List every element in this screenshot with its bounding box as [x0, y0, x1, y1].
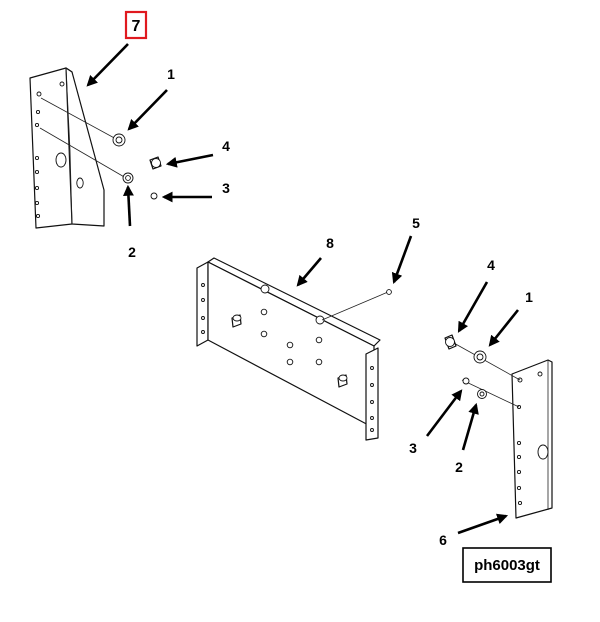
center-panel-part-8 [196, 257, 392, 441]
arrow-right-6 [457, 513, 509, 535]
callout-right-4: 4 [487, 257, 495, 273]
arrow-right-2 [461, 402, 479, 451]
callout-left-1: 1 [167, 66, 175, 82]
arrow-7 [86, 43, 129, 87]
left-hardware [112, 133, 162, 200]
callout-right-6: 6 [439, 532, 447, 548]
callout-center-8: 8 [326, 235, 334, 251]
leader-arrows [86, 43, 520, 535]
arrow-left-4 [165, 153, 214, 168]
left-bracket-part-7 [29, 67, 127, 229]
arrow-left-2 [122, 184, 134, 227]
callout-center-5: 5 [412, 215, 420, 231]
right-plate-part-6 [451, 341, 553, 519]
callout-left-4: 4 [222, 138, 230, 154]
callout-7-highlight-box [124, 10, 148, 40]
reference-code: ph6003gt [474, 557, 540, 574]
callout-right-2: 2 [455, 459, 463, 475]
arrow-right-3 [425, 389, 463, 437]
callout-left-3: 3 [222, 180, 230, 196]
arrow-center-5 [391, 235, 413, 285]
arrow-left-1 [127, 89, 168, 131]
right-hardware [444, 334, 487, 399]
arrow-right-4 [457, 281, 489, 333]
callout-left-2: 2 [128, 244, 136, 260]
arrow-center-8 [296, 257, 322, 287]
callout-right-1: 1 [525, 289, 533, 305]
callout-right-3: 3 [409, 440, 417, 456]
arrow-right-1 [488, 309, 520, 347]
reference-code-box: ph6003gt [462, 547, 552, 583]
callout-7: 7 [132, 18, 141, 35]
